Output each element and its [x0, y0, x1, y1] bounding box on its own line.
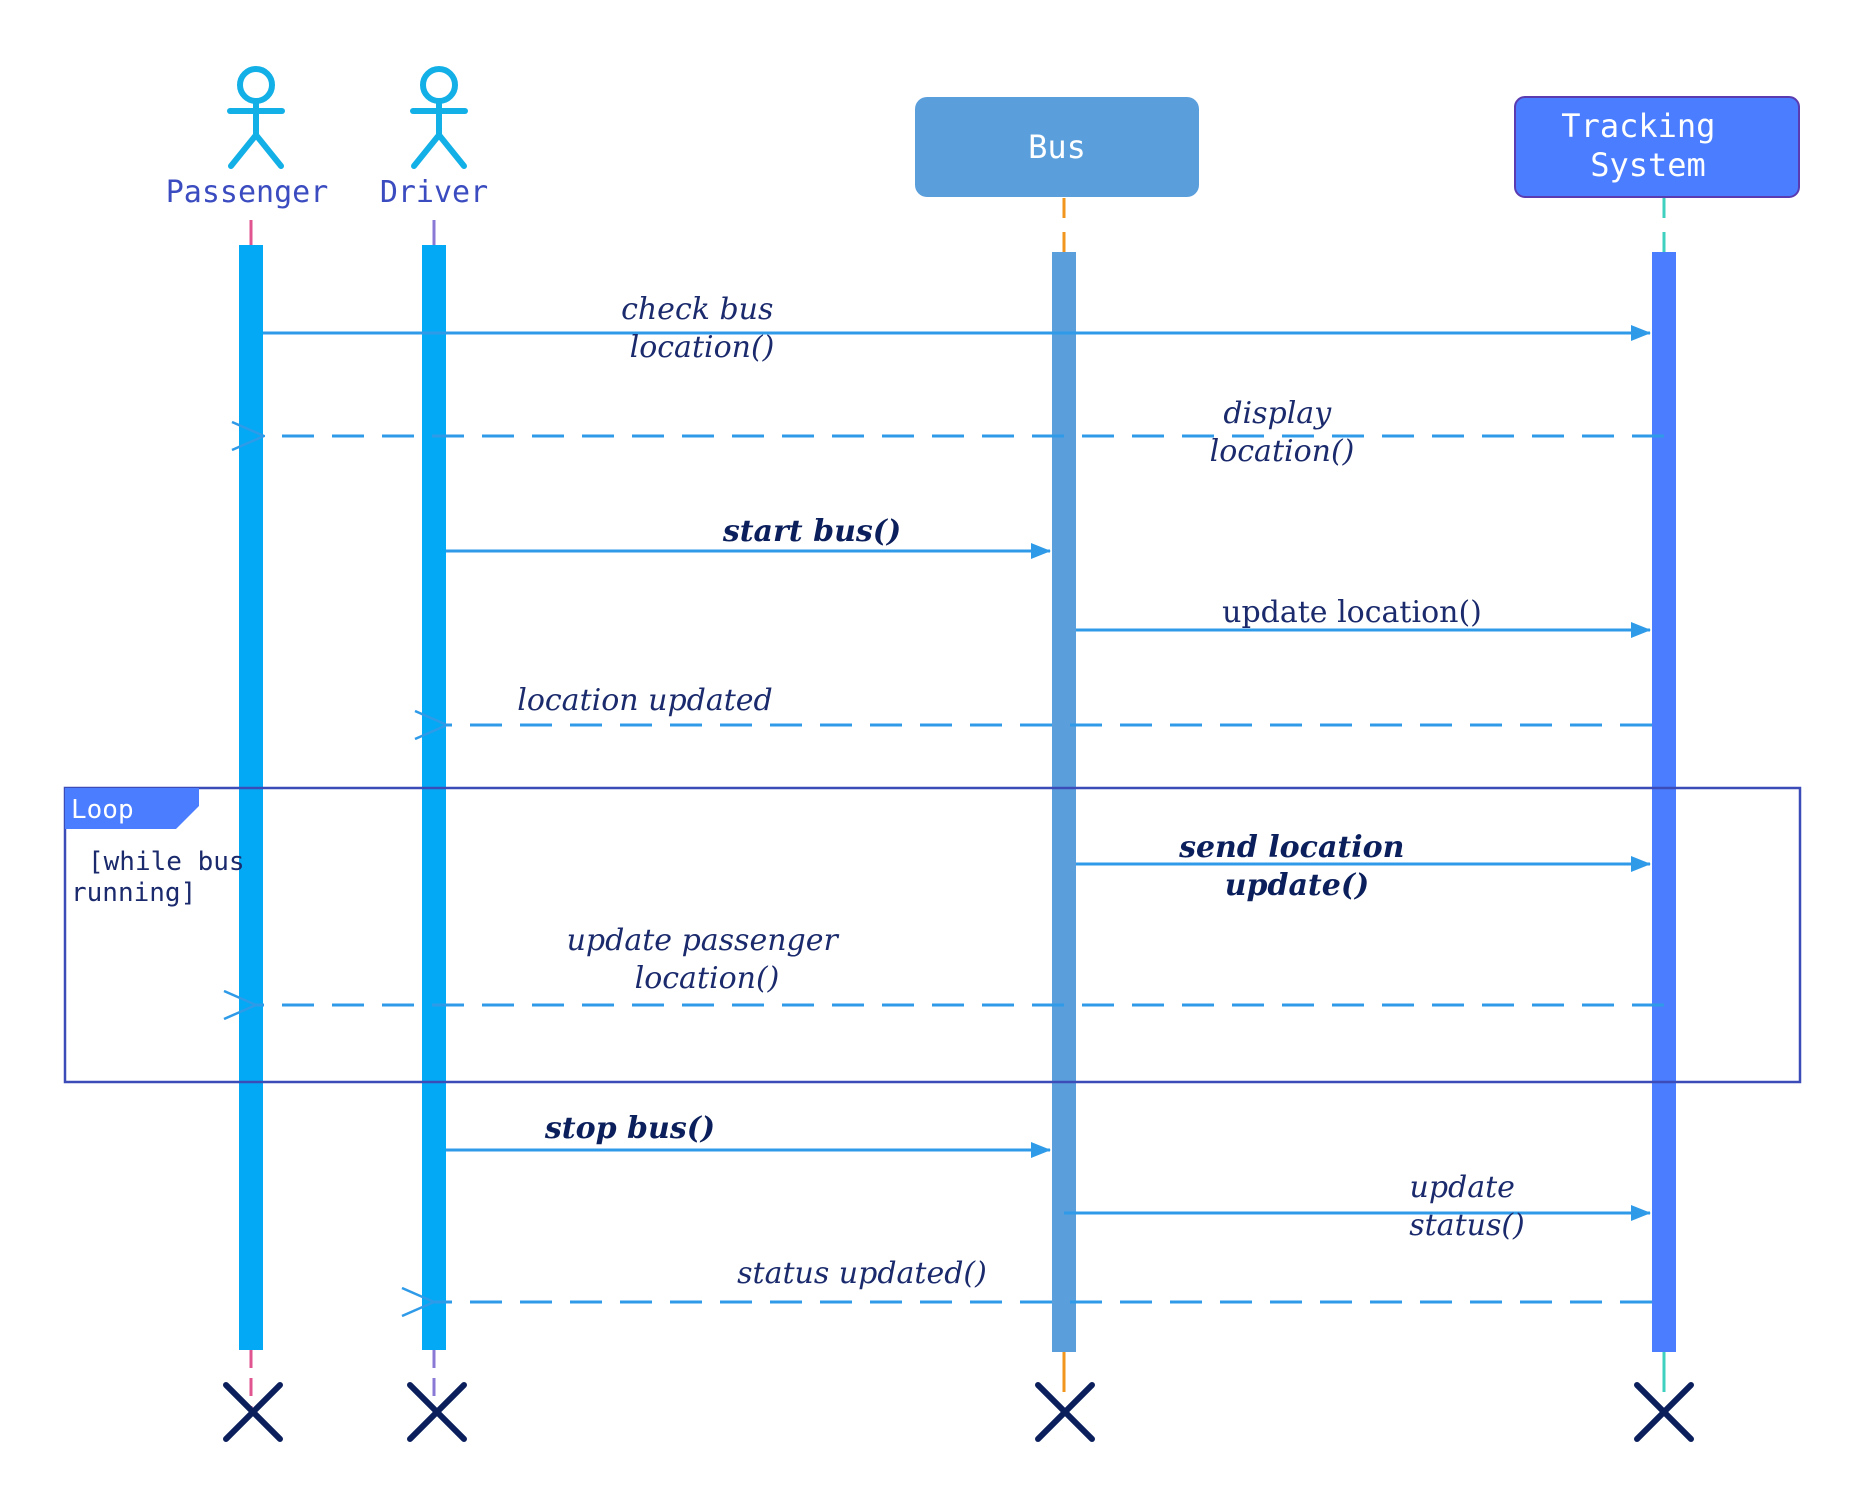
participant-tracking-system: Tracking System	[1514, 96, 1800, 198]
participant-label-bus: Bus	[1028, 128, 1086, 166]
actor-icon	[410, 66, 468, 169]
loop-frame: Loop [while bus running]	[63, 786, 1802, 1084]
destroy-marker-tracking-system	[1634, 1382, 1694, 1442]
message-label-start-bus: start bus()	[722, 514, 901, 549]
participant-box-tracking-system	[1514, 96, 1800, 198]
participant-label-tracking-system: Tracking System	[1561, 107, 1734, 184]
message-label-update-location: update location()	[1222, 595, 1482, 630]
participant-label-driver: Driver	[380, 175, 488, 210]
message-label-check-bus-location: check bus location()	[621, 292, 783, 365]
messages: check bus location() display location() …	[256, 292, 1664, 1302]
loop-guard-line-2: running]	[71, 878, 196, 908]
participant-driver: Driver	[380, 66, 488, 210]
activation-passenger	[239, 245, 263, 1350]
message-label-stop-bus: stop bus()	[544, 1111, 715, 1146]
lifelines	[249, 198, 1666, 1412]
loop-border	[63, 786, 1802, 1084]
message-label-update-passenger-location: update passenger location()	[567, 923, 848, 996]
destroy-markers	[223, 1382, 1694, 1442]
message-label-send-location-update: send location update()	[1178, 830, 1415, 903]
participant-box-bus	[915, 97, 1199, 197]
destroy-marker-passenger	[223, 1382, 283, 1442]
message-label-display-location: display location()	[1210, 396, 1355, 469]
participant-bus: Bus	[915, 97, 1199, 197]
message-label-status-updated: status updated()	[737, 1256, 987, 1291]
loop-tag: Loop	[71, 795, 134, 825]
actor-icon	[227, 66, 285, 169]
loop-guard-line-1: [while bus	[88, 847, 245, 877]
activation-tracking	[1652, 252, 1676, 1352]
destroy-marker-driver	[407, 1382, 467, 1442]
loop-guard: [while bus running]	[71, 847, 260, 908]
activation-driver	[422, 245, 446, 1350]
message-label-location-updated: location updated	[517, 683, 773, 718]
destroy-marker-bus	[1035, 1382, 1095, 1442]
participant-passenger: Passenger	[166, 66, 329, 210]
loop-tag-shape	[65, 788, 199, 829]
participant-label-passenger: Passenger	[166, 175, 329, 210]
activation-bus	[1052, 252, 1076, 1352]
message-label-update-status: update status()	[1409, 1170, 1525, 1243]
